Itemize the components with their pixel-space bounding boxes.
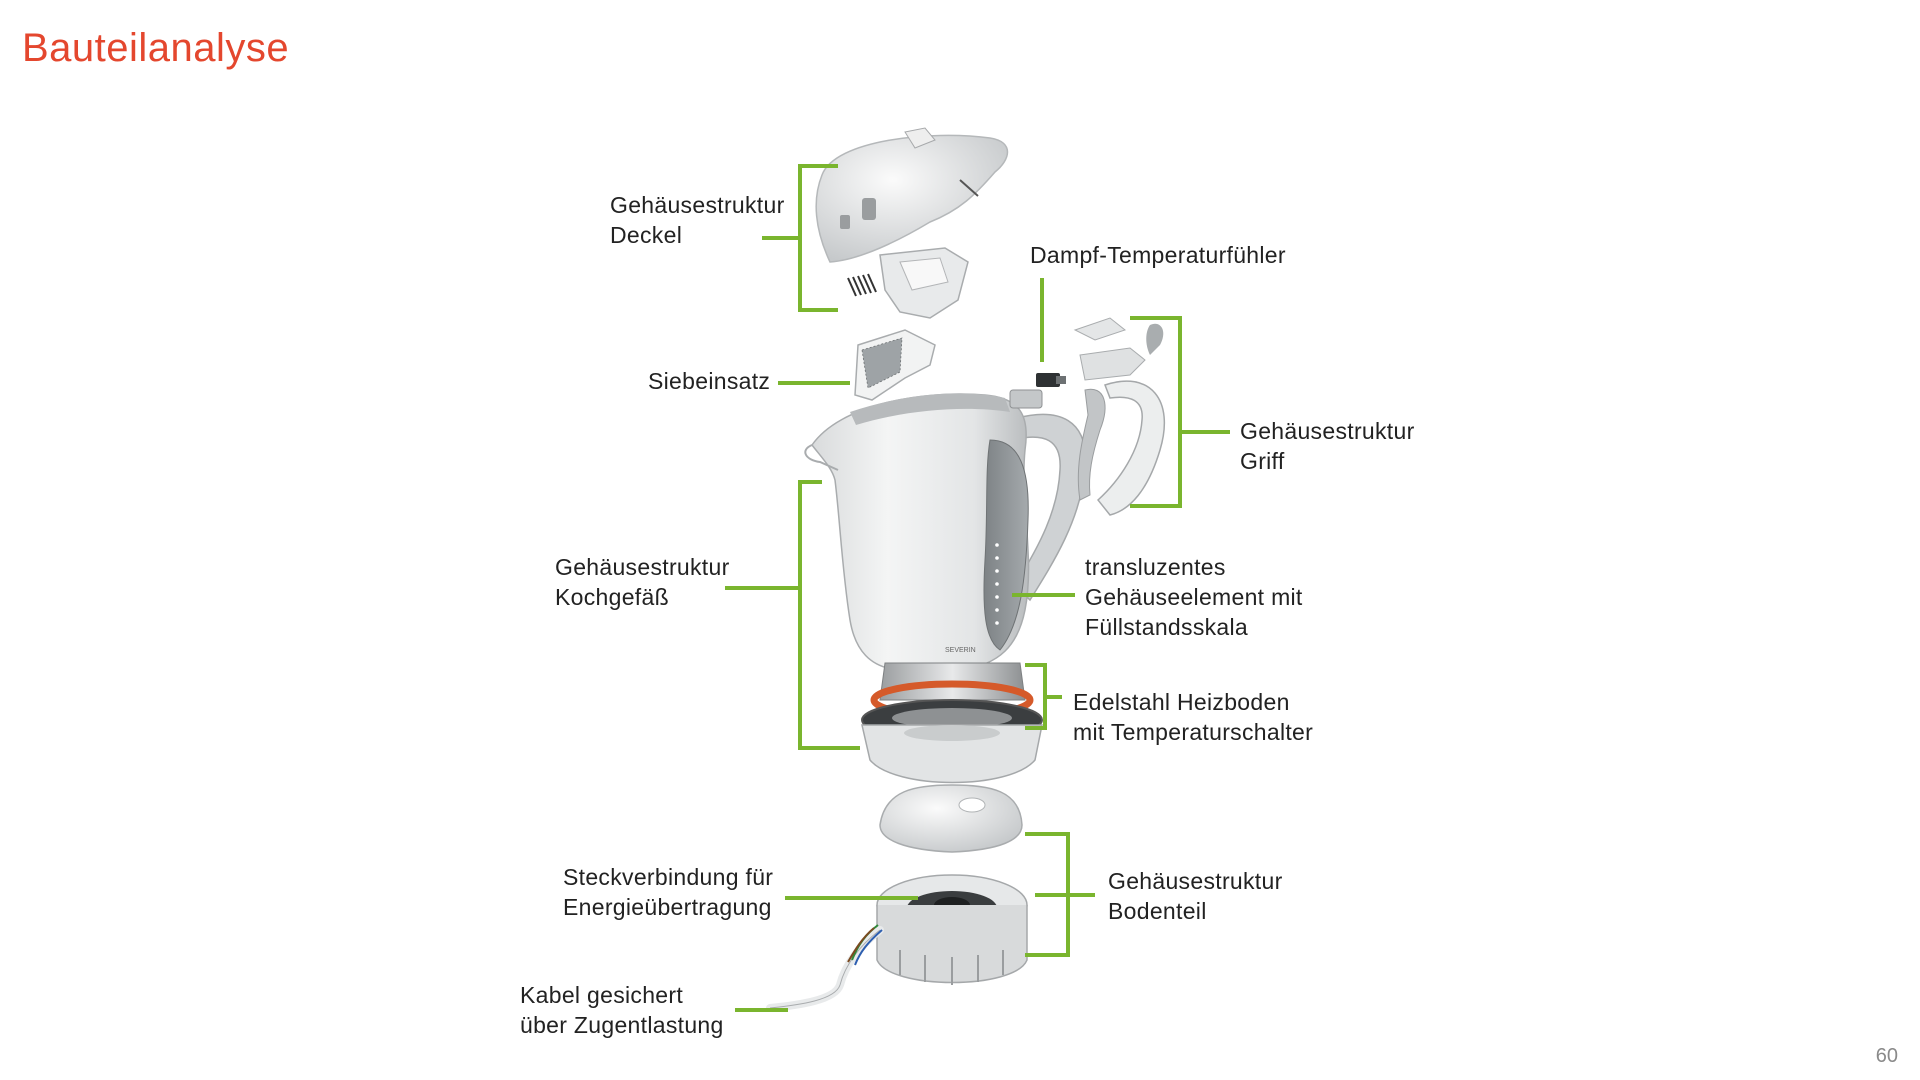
label-transluzent-line2: Gehäuseelement mit (1085, 584, 1303, 610)
label-bodenteil-line1: Gehäusestruktur (1108, 868, 1283, 894)
label-kabel-line1: Kabel gesichert (520, 982, 684, 1008)
label-deckel: Gehäusestruktur Deckel (610, 190, 785, 250)
label-bodenteil: Gehäusestruktur Bodenteil (1108, 866, 1283, 926)
label-kochgefaess-line2: Kochgefäß (555, 584, 669, 610)
leader-griff (1130, 316, 1182, 508)
steam-sensor-part (1036, 373, 1066, 387)
label-griff: Gehäusestruktur Griff (1240, 416, 1415, 476)
label-steckverbindung-line2: Energieübertragung (563, 894, 772, 920)
label-kabel: Kabel gesichert über Zugentlastung (520, 980, 724, 1040)
label-transluzent-line3: Füllstandsskala (1085, 614, 1249, 640)
label-siebeinsatz: Siebeinsatz (648, 366, 770, 396)
label-deckel-line2: Deckel (610, 222, 683, 248)
page-number: 60 (1875, 1045, 1898, 1067)
label-deckel-line1: Gehäusestruktur (610, 192, 785, 218)
svg-text:SEVERIN: SEVERIN (945, 647, 976, 654)
sieve-part (854, 329, 936, 401)
kettle-body-part: SEVERIN (804, 389, 1087, 671)
label-griff-line2: Griff (1240, 448, 1285, 474)
label-siebeinsatz-line1: Siebeinsatz (648, 368, 771, 394)
lid-part (815, 127, 1009, 263)
label-kochgefaess: Gehäusestruktur Kochgefäß (555, 552, 730, 612)
base-part (766, 784, 1028, 1012)
label-steckverbindung: Steckverbindung für Energieübertragung (563, 862, 773, 922)
label-kabel-line2: über Zugentlastung (520, 1012, 724, 1038)
label-griff-line1: Gehäusestruktur (1240, 418, 1415, 444)
label-steckverbindung-line1: Steckverbindung für (563, 864, 774, 890)
label-heizboden-line2: mit Temperaturschalter (1073, 719, 1314, 745)
label-heizboden: Edelstahl Heizboden mit Temperaturschalt… (1073, 687, 1313, 747)
label-kochgefaess-line1: Gehäusestruktur (555, 554, 730, 580)
label-transluzent: transluzentes Gehäuseelement mit Füllsta… (1085, 552, 1303, 642)
heating-base-part (861, 662, 1043, 784)
lid-insert-part (847, 247, 969, 319)
label-bodenteil-line2: Bodenteil (1108, 898, 1207, 924)
label-transluzent-line1: transluzentes (1085, 554, 1226, 580)
label-dampf-line1: Dampf-Temperaturfühler (1030, 242, 1286, 268)
label-dampf: Dampf-Temperaturfühler (1030, 240, 1286, 270)
label-heizboden-line1: Edelstahl Heizboden (1073, 689, 1290, 715)
handle-part (1073, 317, 1166, 516)
page-title: Bauteilanalyse (22, 26, 290, 70)
leader-kochgefaess (798, 480, 860, 750)
leader-lines (725, 164, 1230, 1012)
